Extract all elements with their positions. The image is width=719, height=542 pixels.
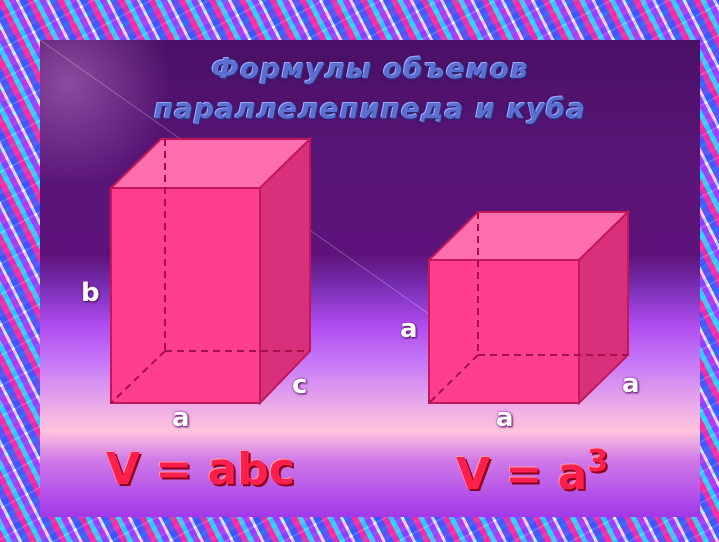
label-cube-right-a: a <box>622 369 640 399</box>
cube-hidden-edges <box>428 212 628 404</box>
shapes-canvas <box>40 40 631 406</box>
cube <box>426 209 631 406</box>
label-c: c <box>292 370 308 400</box>
title-line-1: Формулы объемов <box>211 52 529 85</box>
title-line-2: параллелепипеда и куба <box>153 92 587 125</box>
parallelepiped-front-face <box>110 187 261 404</box>
formula-parallelepiped: V = abc <box>106 444 295 495</box>
formula-cube-base: V = a <box>456 449 588 500</box>
label-cube-bottom-a: a <box>496 403 514 433</box>
formula-cube-exponent: 3 <box>587 444 609 479</box>
parallelepiped <box>108 136 313 406</box>
slide: Формулы объемов параллелепипеда и куба <box>40 40 700 517</box>
parallelepiped-hidden-edges <box>110 139 310 404</box>
cube-front-face <box>428 259 580 404</box>
label-cube-left-a: a <box>400 314 418 344</box>
label-box-a: a <box>172 403 190 433</box>
formula-cube: V = a3 <box>456 444 608 500</box>
label-b: b <box>81 278 100 308</box>
